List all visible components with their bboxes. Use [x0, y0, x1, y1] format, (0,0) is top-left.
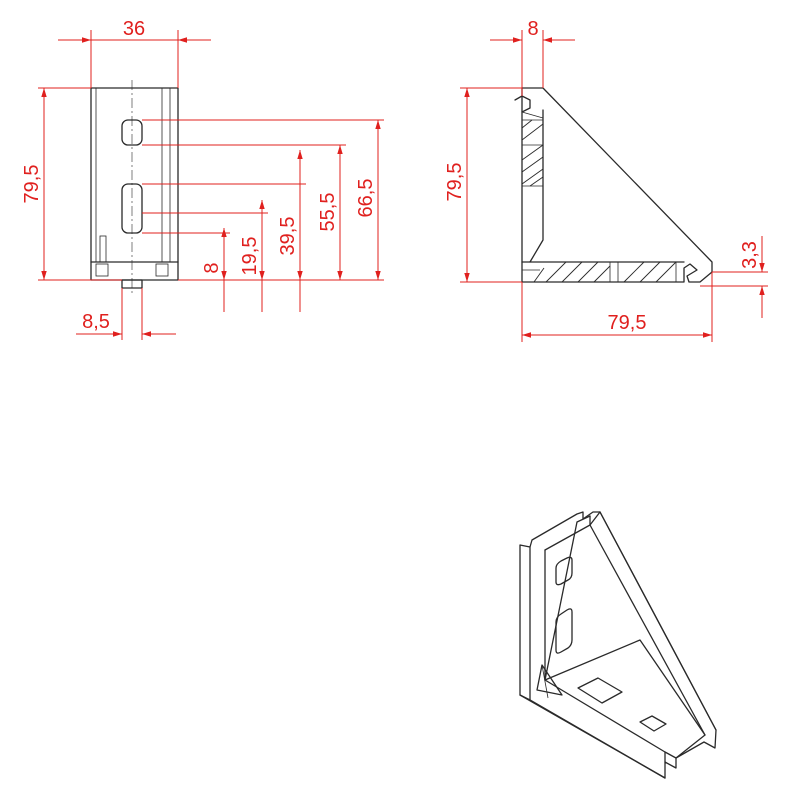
- dim-39-5: 39,5: [277, 217, 299, 256]
- isometric-view: [519, 511, 717, 779]
- dim-66-5: 66,5: [355, 179, 377, 218]
- dim-55-5: 55,5: [317, 193, 339, 232]
- front-view: [90, 80, 179, 296]
- side-view: [514, 87, 713, 283]
- dim-side-height: 79,5: [444, 163, 466, 202]
- dim-side-width: 79,5: [608, 312, 647, 334]
- side-view-dimensions: 8 79,5 79,5 3,3: [444, 18, 768, 342]
- front-view-dimensions: 36 79,5 8,5 8 19,5 39,5 55,5: [21, 18, 384, 340]
- dim-8: 8: [201, 262, 223, 273]
- dim-front-height: 79,5: [21, 165, 43, 204]
- dim-lip-height: 3,3: [739, 241, 761, 269]
- dim-front-width: 36: [123, 18, 145, 40]
- dim-slot-offset: 8,5: [82, 311, 110, 333]
- dim-19-5: 19,5: [239, 237, 261, 276]
- dim-side-thickness: 8: [527, 18, 538, 40]
